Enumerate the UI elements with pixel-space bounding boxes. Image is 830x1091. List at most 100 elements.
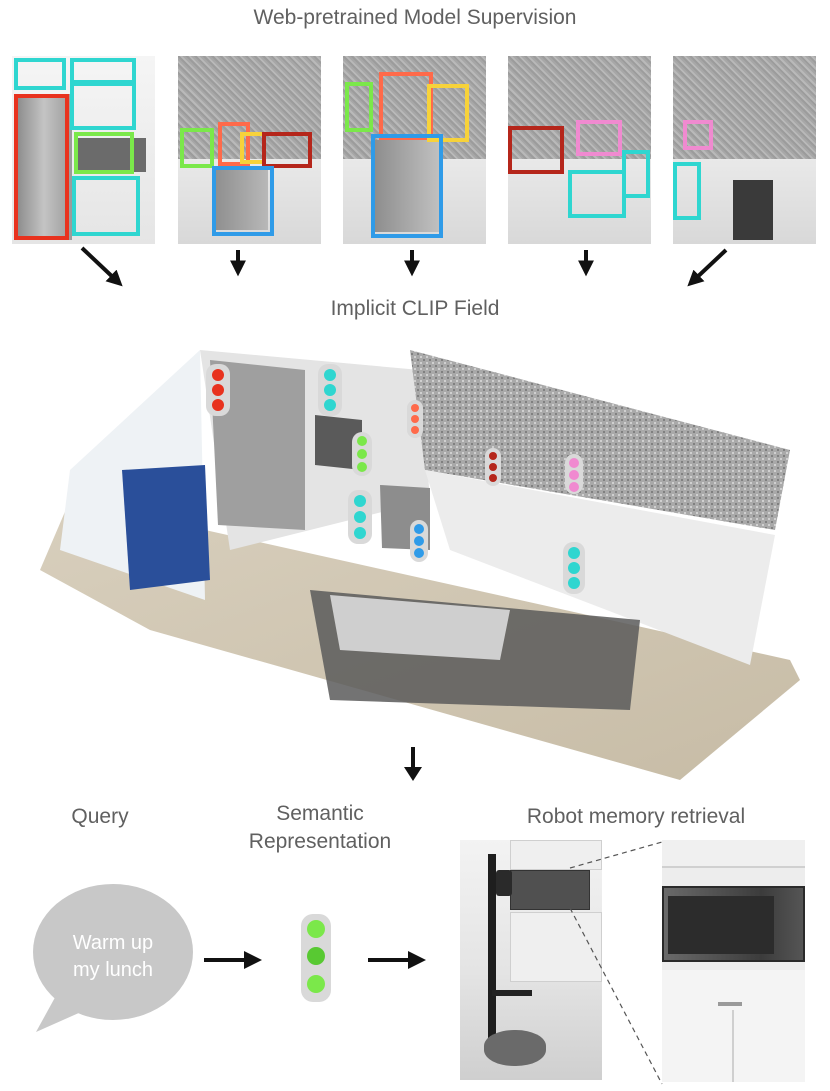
embedding-dot xyxy=(568,562,580,574)
embedding-dot xyxy=(324,369,336,381)
supervision-photo-3 xyxy=(343,56,486,244)
bbox-water-dispenser xyxy=(218,122,250,166)
bbox-cabinet xyxy=(72,176,140,236)
bbox-cabinet xyxy=(622,150,650,198)
embedding-dot xyxy=(212,369,224,381)
embedding-dot xyxy=(414,548,424,558)
bbox-dishwasher xyxy=(212,166,274,236)
embedding-dot xyxy=(212,399,224,411)
embedding-dot xyxy=(307,975,325,993)
embedding-pill-coffee-machine xyxy=(565,454,583,494)
retrieval-label: Robot memory retrieval xyxy=(526,805,746,828)
bbox-cabinet xyxy=(70,82,136,130)
bbox-paper-towel xyxy=(427,84,469,142)
robot-camera-shape xyxy=(496,870,512,896)
embedding-dot xyxy=(212,384,224,396)
semantic-representation-label: Semantic Representation xyxy=(220,800,420,856)
bbox-cabinet xyxy=(673,162,701,220)
cabinet-handle-shape xyxy=(718,1002,742,1006)
embedding-dot xyxy=(354,511,366,523)
embedding-dot xyxy=(569,470,579,480)
embedding-pill-microwave xyxy=(352,432,372,476)
arrow-right xyxy=(368,951,426,969)
embedding-dot xyxy=(568,577,580,589)
cabinet-shape xyxy=(510,840,602,870)
bbox-coffee-machine xyxy=(683,120,713,150)
embedding-dot xyxy=(357,449,367,459)
bbox-microwave xyxy=(180,128,214,168)
embedding-dot xyxy=(489,474,497,482)
arrow-right xyxy=(204,951,262,969)
speech-bubble xyxy=(33,884,193,1032)
embedding-dot xyxy=(414,524,424,534)
embedding-dot xyxy=(357,436,367,446)
microwave-window-shape xyxy=(668,896,774,954)
arrow-down-to-query xyxy=(404,747,422,781)
embedding-dot xyxy=(411,404,419,412)
embedding-dot xyxy=(569,458,579,468)
semantic-label-line2: Representation xyxy=(248,830,392,853)
robot-mast-shape xyxy=(488,854,496,1044)
embedding-pill-cabinet xyxy=(318,364,342,416)
bbox-cabinet xyxy=(70,58,136,84)
embedding-dot xyxy=(357,462,367,472)
robot-arm-shape xyxy=(492,990,532,996)
embedding-dot xyxy=(354,495,366,507)
supervision-photo-5 xyxy=(673,56,816,244)
embedding-dot xyxy=(568,547,580,559)
semantic-representation-pill xyxy=(301,914,331,1002)
bbox-sink xyxy=(262,132,312,168)
embedding-dot xyxy=(411,415,419,423)
zoom-guide-lines xyxy=(569,841,663,1085)
embedding-pill-water-dispenser xyxy=(407,400,423,438)
microwave-shape xyxy=(510,870,590,910)
embedding-pill-cabinet xyxy=(563,542,585,594)
embedding-pill-sink xyxy=(485,448,501,486)
embedding-dot xyxy=(489,452,497,460)
retrieved-memory-photo xyxy=(662,840,805,1082)
cabinet-shape xyxy=(510,912,602,982)
embedding-dot xyxy=(489,463,497,471)
embedding-dot xyxy=(324,384,336,396)
embedding-pill-fridge xyxy=(206,364,230,416)
bbox-microwave xyxy=(74,132,134,174)
embedding-pill-dishwasher xyxy=(410,520,428,562)
robot-photo xyxy=(460,840,602,1080)
supervision-photo-1 xyxy=(12,56,155,244)
supervision-photo-2 xyxy=(178,56,321,244)
arrow-down-left xyxy=(687,248,728,287)
dishwasher-shape xyxy=(214,168,268,230)
supervision-photo-4 xyxy=(508,56,651,244)
robot-base-shape xyxy=(484,1030,546,1066)
bbox-water-dispenser xyxy=(379,72,433,140)
embedding-dot xyxy=(307,920,325,938)
embedding-dot xyxy=(324,399,336,411)
cabinet-shape xyxy=(662,840,805,868)
arrow-down-right xyxy=(80,246,123,287)
embedding-dot xyxy=(414,536,424,546)
bbox-sink xyxy=(508,126,564,174)
bubble-line1: Warm up xyxy=(72,932,154,954)
dishwasher-shape xyxy=(375,140,439,232)
embedding-dot xyxy=(354,527,366,539)
top-title: Web-pretrained Model Supervision xyxy=(253,6,577,29)
field-title: Implicit CLIP Field xyxy=(330,297,500,320)
implicit-clip-field-scene xyxy=(30,320,800,790)
embedding-dot xyxy=(411,426,419,434)
embedding-dot xyxy=(569,482,579,492)
bbox-microwave xyxy=(345,82,373,132)
bubble-line2: my lunch xyxy=(72,959,154,981)
cabinet-seam-shape xyxy=(732,1010,734,1082)
microwave-shape xyxy=(76,138,146,172)
bbox-cabinet xyxy=(14,58,66,90)
point-cloud-shape xyxy=(40,350,800,780)
bubble-text: Warm up my lunch xyxy=(38,930,188,984)
bbox-fridge xyxy=(14,94,69,240)
embedding-dot xyxy=(307,947,325,965)
query-label: Query xyxy=(71,805,129,828)
embedding-pill-cabinet xyxy=(348,490,372,544)
bbox-cabinet xyxy=(568,170,626,218)
bbox-dishwasher xyxy=(371,134,443,238)
fridge-shape xyxy=(16,94,72,240)
arrows-to-field xyxy=(80,246,728,287)
